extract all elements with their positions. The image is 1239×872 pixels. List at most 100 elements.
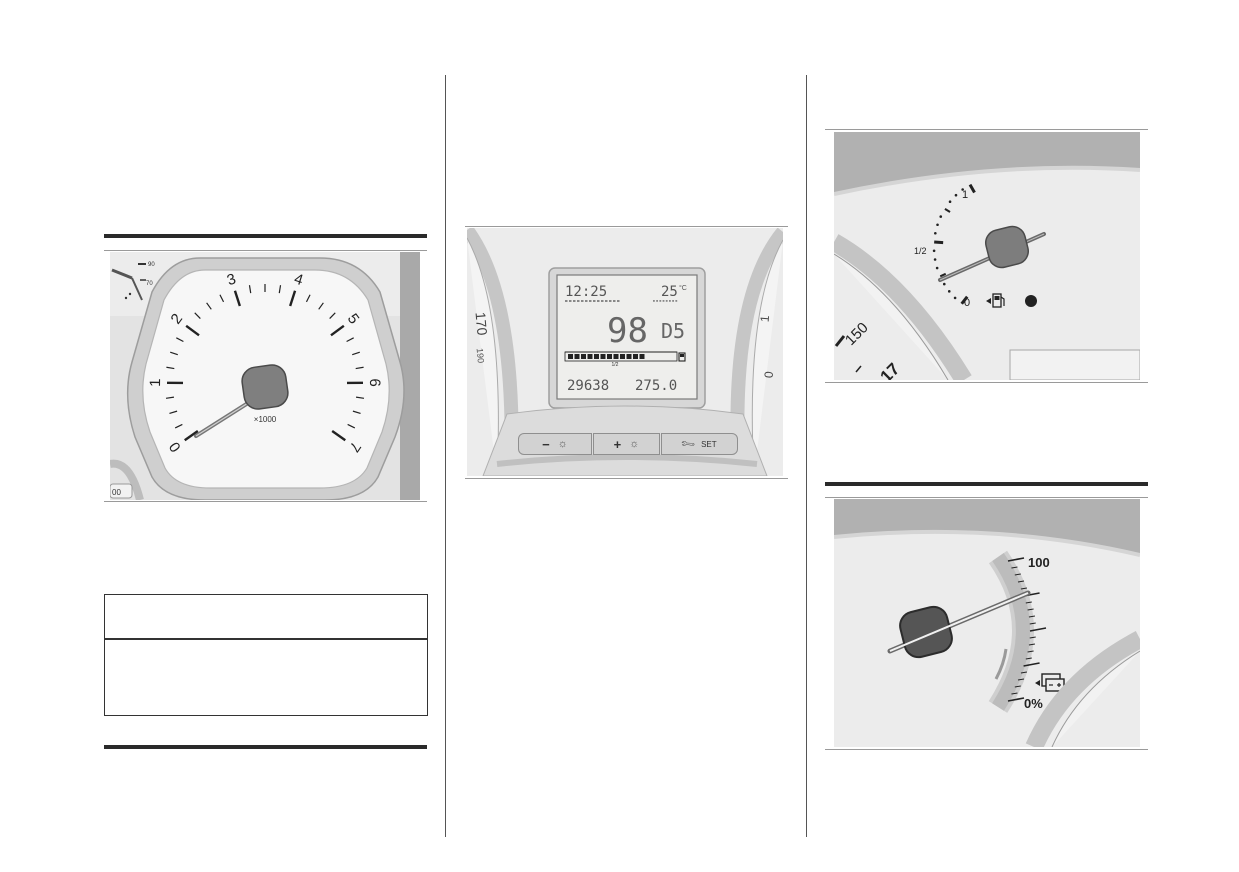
fuel-label-half: 1/2 xyxy=(914,246,927,256)
brightness-down-button[interactable]: − ☼ xyxy=(518,433,592,455)
brightness-down-label: − xyxy=(542,436,550,452)
tach-tick xyxy=(233,290,241,307)
lcd-main-suffix: D5 xyxy=(661,319,685,343)
lcd-bar-segment xyxy=(613,354,619,359)
tach-tick xyxy=(346,337,354,343)
lcd-dot xyxy=(659,300,662,302)
lcd-bar-segment xyxy=(581,354,586,359)
battery-icon xyxy=(1035,673,1065,692)
inset-label-90: 90 xyxy=(148,262,155,268)
lcd-dot xyxy=(585,300,588,302)
lcd-dot xyxy=(665,300,668,302)
tach-tick xyxy=(169,410,178,415)
brightness-up-button[interactable]: + ☼ xyxy=(593,433,660,455)
battery-figure-rule-bottom xyxy=(825,749,1148,750)
battery-label-top: 100 xyxy=(1028,555,1050,570)
tach-tick xyxy=(352,351,360,356)
lcd-dot xyxy=(573,300,576,302)
battery-label-bottom: 0% xyxy=(1024,696,1043,711)
lcd-dot xyxy=(589,300,592,302)
battery-tick xyxy=(1020,671,1028,674)
left-dial-label-190: 190 xyxy=(475,348,486,364)
tachometer-figure: 90 70 00 0 1 2 3 4 5 6 7 ×1000 xyxy=(110,252,420,500)
lcd-dot xyxy=(613,300,616,302)
tach-unit-label: ×1000 xyxy=(254,415,277,424)
brightness-icon: ☼ xyxy=(557,438,568,450)
lcd-temperature-unit: °C xyxy=(679,284,687,292)
lcd-temperature: 25 xyxy=(661,284,678,300)
lcd-dot xyxy=(593,300,596,302)
fuel-dot xyxy=(947,290,951,293)
tach-tick xyxy=(176,337,184,343)
fuel-tick xyxy=(944,207,951,213)
lcd-dot xyxy=(581,300,584,302)
lcd-bar-segment xyxy=(574,354,580,359)
battery-major-tick xyxy=(1007,697,1025,702)
lcd-dot xyxy=(617,300,620,302)
tach-tick xyxy=(305,294,311,303)
inset-gauge: 90 70 xyxy=(111,262,155,301)
brightness-icon: ☼ xyxy=(629,438,640,450)
fuel-label-full: 1 xyxy=(962,189,968,201)
figure-rule-top xyxy=(104,250,427,251)
fuel-dot xyxy=(932,249,936,253)
right-dial-label-1: 1 xyxy=(758,314,773,322)
lcd-time: 12:25 xyxy=(565,284,607,300)
column-separator-right xyxy=(806,75,807,837)
lcd-dot xyxy=(672,300,674,302)
display-figure-rule-bottom xyxy=(465,478,788,479)
corner-label: 00 xyxy=(112,488,121,497)
fuel-major-tick xyxy=(934,240,944,245)
lcd-dot xyxy=(601,300,604,302)
battery-tick xyxy=(1025,657,1032,660)
lcd-dot xyxy=(675,300,678,302)
lcd-bar-segment xyxy=(594,354,599,359)
lcd-dot xyxy=(597,300,600,302)
battery-tick xyxy=(1027,650,1034,653)
lcd-dot xyxy=(653,300,655,302)
tach-tick xyxy=(330,324,345,337)
lcd-bar-segment xyxy=(600,354,606,359)
lcd-indicator-row xyxy=(565,300,678,302)
section-rule-right xyxy=(825,482,1148,486)
fuel-dot xyxy=(935,266,939,270)
tach-tick xyxy=(278,285,282,294)
tach-tick xyxy=(165,396,175,399)
fuel-pump-icon xyxy=(986,293,1005,308)
battery-tick xyxy=(1017,678,1025,681)
right-dial-label-0: 0 xyxy=(762,370,777,378)
fuel-hub xyxy=(985,225,1029,269)
battery-tick xyxy=(1029,636,1036,639)
lcd-trip: 275.0 xyxy=(635,378,677,394)
tach-tick xyxy=(355,396,365,399)
fuel-figure-rule-top xyxy=(825,129,1148,130)
battery-tick xyxy=(1025,601,1032,604)
tachometer-ticks xyxy=(165,284,365,442)
tach-tick xyxy=(352,410,361,415)
lcd-dot xyxy=(662,300,665,302)
fuel-dot xyxy=(933,258,937,261)
brightness-up-label: + xyxy=(613,436,622,452)
fuel-gauge-figure: 1 1/2 0 150 17 xyxy=(834,132,1140,380)
battery-tick xyxy=(1020,587,1028,590)
tach-tick xyxy=(347,423,356,429)
info-table-divider xyxy=(105,638,427,640)
fuel-major-tick xyxy=(968,183,976,194)
fuel-dot xyxy=(948,200,952,203)
wrench-icon: 🔧︎ xyxy=(680,435,698,453)
fuel-warning-lamp xyxy=(1025,295,1037,307)
battery-low-band xyxy=(994,648,1008,680)
battery-tick xyxy=(1028,615,1036,618)
lcd-bar-segment xyxy=(568,354,573,359)
fuel-dot xyxy=(942,282,946,286)
lcd-screen xyxy=(556,274,698,400)
set-button[interactable]: 🔧︎ SET xyxy=(661,433,738,455)
lcd-bar-segment xyxy=(607,354,612,359)
lcd-bar-segment xyxy=(587,354,593,359)
lcd-bar-segment xyxy=(633,354,638,359)
tach-tick xyxy=(166,366,175,370)
battery-tick xyxy=(1027,608,1034,611)
lcd-dot xyxy=(605,300,608,302)
fuel-dot xyxy=(934,231,937,235)
tach-tick xyxy=(185,324,200,337)
